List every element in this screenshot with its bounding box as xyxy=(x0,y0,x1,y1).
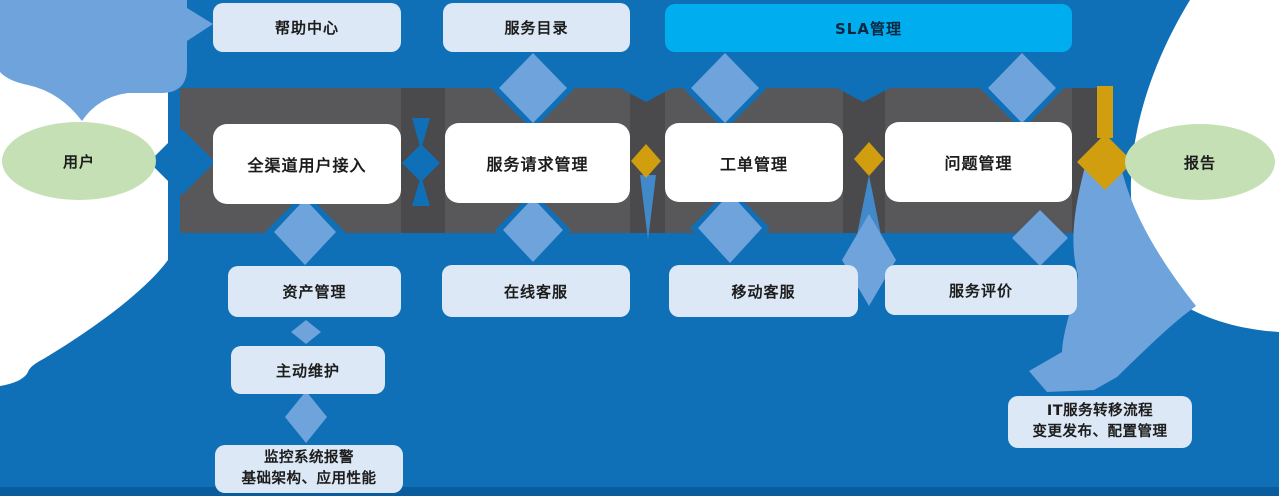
connector-diamond-monitor xyxy=(285,391,327,443)
bottom-edge-strip xyxy=(0,487,1279,496)
node-proactive-maintenance: 主动维护 xyxy=(231,346,385,394)
node-asset-management: 资产管理 xyxy=(228,266,401,317)
connector-diamond-catalog xyxy=(499,53,567,123)
connector-diamond-gold-2 xyxy=(854,142,884,176)
connector-diamond-online xyxy=(503,198,563,262)
connector-diamond-asset xyxy=(274,199,336,265)
flow-arrow-top-left xyxy=(0,0,213,121)
connector-diamond-problem-down xyxy=(1012,210,1068,266)
sla-label: SLA管理 xyxy=(835,19,902,38)
node-ticket-management: 工单管理 xyxy=(665,123,843,202)
monitor-label-line2: 基础架构、应用性能 xyxy=(241,471,377,487)
connector-spike-down-1 xyxy=(412,176,430,206)
node-monitoring-alarm: 监控系统报警 基础架构、应用性能 xyxy=(215,445,403,493)
online-service-label: 在线客服 xyxy=(503,282,568,301)
node-service-evaluation: 服务评价 xyxy=(885,265,1077,315)
service-catalog-label: 服务目录 xyxy=(504,19,569,37)
omni-channel-label: 全渠道用户接入 xyxy=(247,156,367,175)
node-service-catalog: 服务目录 xyxy=(443,3,630,52)
help-center-label: 帮助中心 xyxy=(274,19,339,37)
monitor-label-line1: 监控系统报警 xyxy=(264,450,354,466)
mobile-service-label: 移动客服 xyxy=(731,282,796,301)
problem-label: 问题管理 xyxy=(944,154,1013,173)
transition-label-line1: IT服务转移流程 xyxy=(1046,403,1154,419)
node-service-request: 服务请求管理 xyxy=(445,123,630,203)
asset-label: 资产管理 xyxy=(282,283,347,301)
proactive-label: 主动维护 xyxy=(275,361,340,380)
connector-diamond-proactive xyxy=(291,320,321,344)
connector-diamond-sla-right xyxy=(988,53,1056,123)
connector-spike-up-1 xyxy=(412,118,430,150)
user-terminator: 用户 xyxy=(2,122,156,200)
connector-diamond-gold-1 xyxy=(631,144,661,178)
connector-diamond-blue-1 xyxy=(402,144,440,182)
service-request-label: 服务请求管理 xyxy=(486,155,589,174)
report-terminator: 报告 xyxy=(1125,124,1275,200)
band-notch-1 xyxy=(620,88,672,102)
node-omni-channel-access: 全渠道用户接入 xyxy=(213,124,401,204)
report-label: 报告 xyxy=(1183,153,1216,172)
service-evaluation-label: 服务评价 xyxy=(948,281,1013,300)
node-it-service-transition: IT服务转移流程 变更发布、配置管理 xyxy=(1008,396,1192,448)
node-problem-management: 问题管理 xyxy=(885,122,1072,202)
connector-diamond-mobile xyxy=(698,193,762,263)
node-online-service: 在线客服 xyxy=(442,265,630,317)
gold-ribbon-bar xyxy=(1097,86,1113,138)
user-label: 用户 xyxy=(62,152,95,171)
channel-spike-1 xyxy=(640,175,656,240)
ticket-label: 工单管理 xyxy=(719,154,788,174)
connector-diamond-gold-report xyxy=(1077,134,1133,190)
node-mobile-service: 移动客服 xyxy=(669,265,858,317)
transition-label-line2: 变更发布、配置管理 xyxy=(1032,424,1168,440)
channel-spike-2 xyxy=(856,175,882,240)
node-help-center: 帮助中心 xyxy=(213,3,401,52)
band-notch-2 xyxy=(837,88,890,102)
connector-diamond-user xyxy=(149,129,215,195)
connector-diamond-sla-left xyxy=(691,53,759,123)
flow-arrow-right xyxy=(1029,159,1196,392)
node-sla-management: SLA管理 xyxy=(665,4,1072,52)
